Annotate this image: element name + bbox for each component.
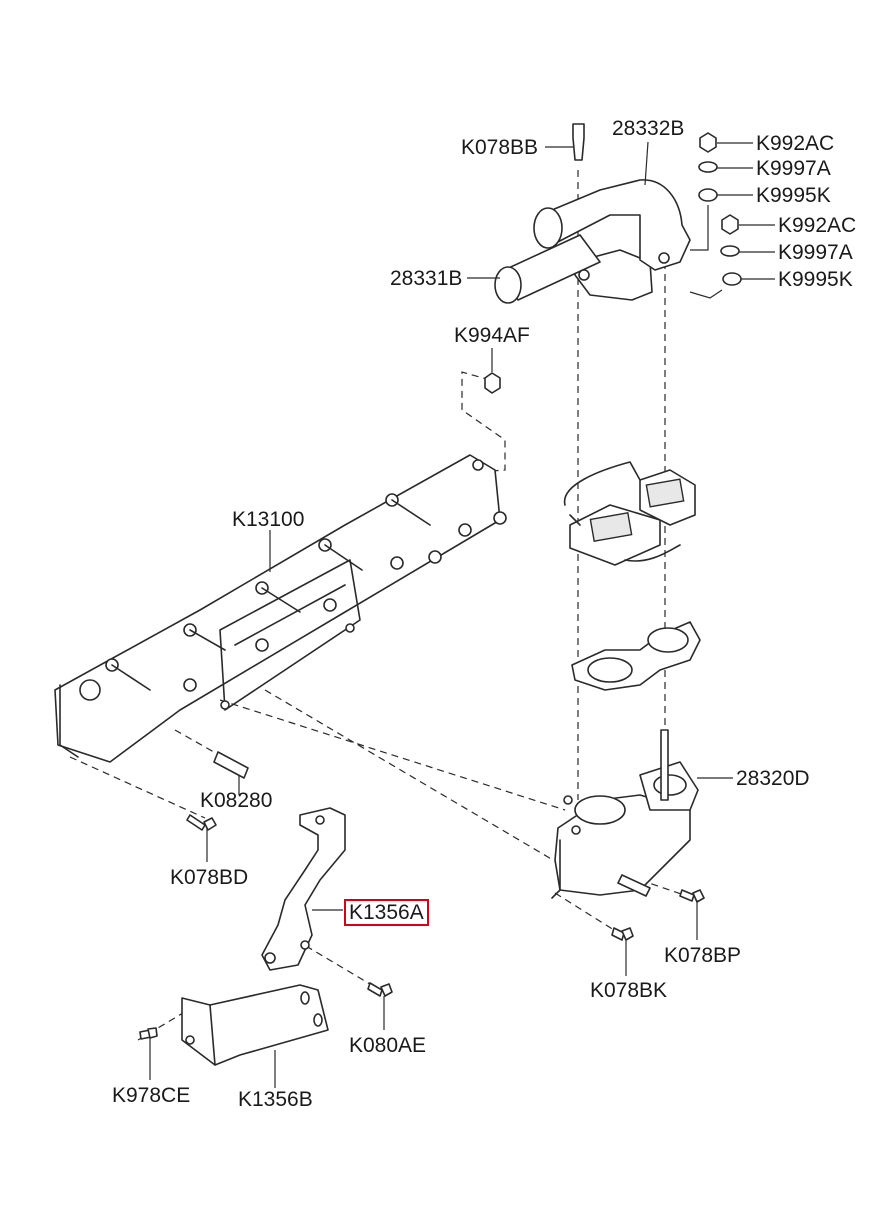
egr-adapter-28320d: [551, 729, 699, 899]
label-k9997a-1[interactable]: K9997A: [756, 157, 831, 180]
egr-gasket: [571, 621, 701, 691]
label-28332b[interactable]: 28332B: [612, 117, 685, 140]
label-k078bb[interactable]: K078BB: [461, 136, 539, 159]
label-k9995k-2[interactable]: K9995K: [778, 268, 853, 291]
label-k078bd[interactable]: K078BD: [170, 866, 249, 889]
bracket-k1356a: [261, 807, 346, 971]
bolts: [139, 814, 705, 1040]
label-k992ac-1[interactable]: K992AC: [756, 132, 835, 155]
assembly-guide-lines: [69, 170, 691, 1041]
stud-k08280: [213, 751, 249, 779]
label-28331b[interactable]: 28331B: [390, 267, 463, 290]
water-pipe-assembly: [494, 123, 691, 304]
label-k08280[interactable]: K08280: [200, 789, 273, 812]
leader-lines: [149, 141, 775, 1088]
intake-manifold: [54, 454, 507, 763]
label-28320d[interactable]: 28320D: [736, 767, 810, 790]
egr-valve: [563, 461, 696, 566]
label-k1356b[interactable]: K1356B: [238, 1088, 313, 1111]
label-k9995k-1[interactable]: K9995K: [756, 184, 831, 207]
fastener-stack: [689, 132, 742, 299]
label-k078bk[interactable]: K078BK: [590, 979, 668, 1002]
label-k1356a-highlighted[interactable]: K1356A: [344, 899, 429, 926]
bracket-k1356b: [181, 984, 329, 1066]
nut-k994af: [484, 372, 501, 394]
label-k9997a-2[interactable]: K9997A: [778, 241, 853, 264]
label-k978ce[interactable]: K978CE: [112, 1084, 191, 1107]
label-k992ac-2[interactable]: K992AC: [778, 214, 857, 237]
label-k994af[interactable]: K994AF: [454, 324, 530, 347]
label-k13100[interactable]: K13100: [232, 508, 305, 531]
label-k080ae[interactable]: K080AE: [349, 1034, 427, 1057]
label-k078bp[interactable]: K078BP: [664, 944, 742, 967]
